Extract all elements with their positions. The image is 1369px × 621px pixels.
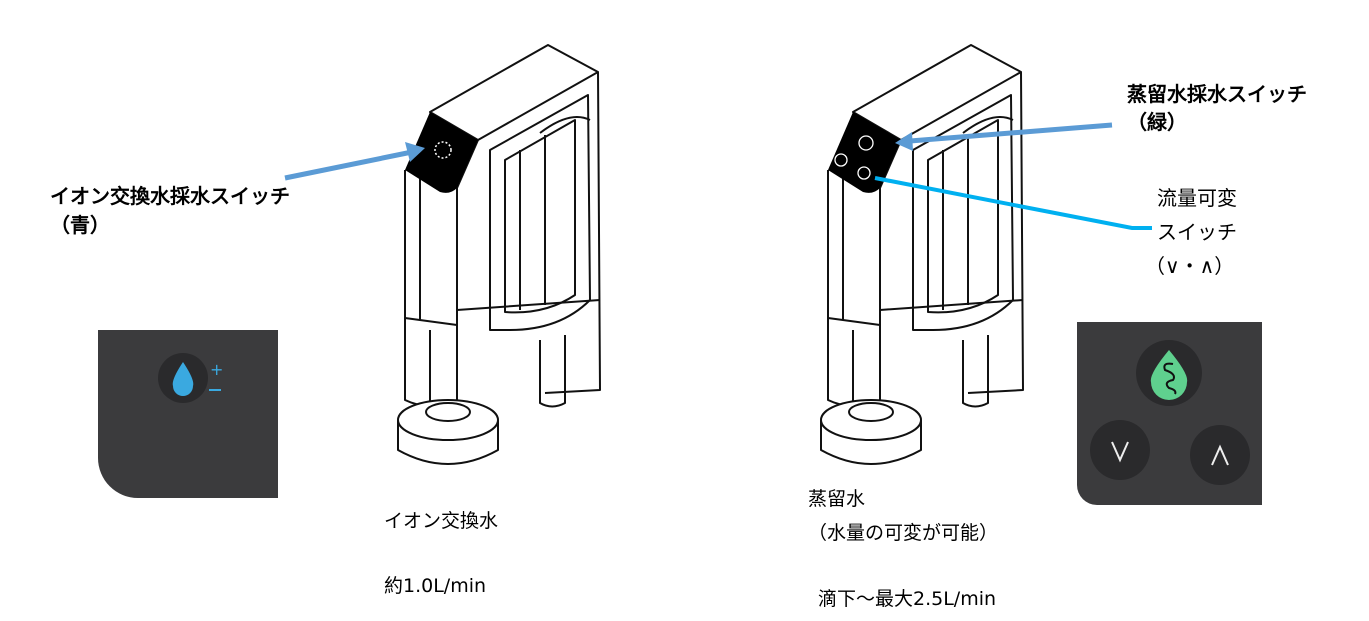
- arrow-distilled-switch: [895, 122, 1113, 151]
- distilled-drop-icon[interactable]: [1136, 340, 1202, 406]
- flow-down-button[interactable]: [1090, 420, 1150, 480]
- ion-water-type: イオン交換水: [384, 510, 499, 532]
- flow-switch-leader-line: [874, 176, 1152, 230]
- up-button-icon[interactable]: [857, 166, 871, 180]
- ion-switch-label: イオン交換水採水スイッチ: [50, 184, 290, 208]
- flow-switch-label-3: （∨・∧）: [1145, 254, 1235, 278]
- ion-exchange-dispenser-drawing: [397, 44, 601, 465]
- distilled-dispenser-drawing: [820, 44, 1024, 465]
- ion-switch-photo: +: [98, 330, 278, 498]
- distilled-flow-rate: 滴下～最大2.5L/min: [818, 588, 997, 610]
- ion-switch-color: （青）: [50, 213, 110, 237]
- distilled-switch-label: 蒸留水採水スイッチ: [1127, 82, 1307, 106]
- distilled-drop-icon[interactable]: [858, 135, 874, 151]
- flow-up-button[interactable]: [1190, 425, 1250, 485]
- ion-flow-rate: 約1.0L/min: [384, 575, 487, 597]
- ion-control-panel: [405, 112, 478, 193]
- distilled-water-type: 蒸留水: [808, 488, 866, 510]
- distilled-control-panel: [828, 112, 901, 193]
- distilled-switch-photo: [1077, 322, 1262, 505]
- flow-switch-label-2: スイッチ: [1157, 220, 1237, 244]
- distilled-switch-color: （緑）: [1127, 110, 1187, 134]
- distilled-water-note: （水量の可変が可能）: [808, 522, 999, 544]
- water-drop-plus-minus-icon: +: [158, 353, 223, 403]
- arrow-ion-switch: [284, 142, 425, 181]
- svg-text:+: +: [210, 360, 223, 379]
- down-button-icon[interactable]: [834, 153, 848, 167]
- flow-switch-label-1: 流量可変: [1157, 186, 1237, 210]
- water-drop-icon[interactable]: [434, 141, 452, 159]
